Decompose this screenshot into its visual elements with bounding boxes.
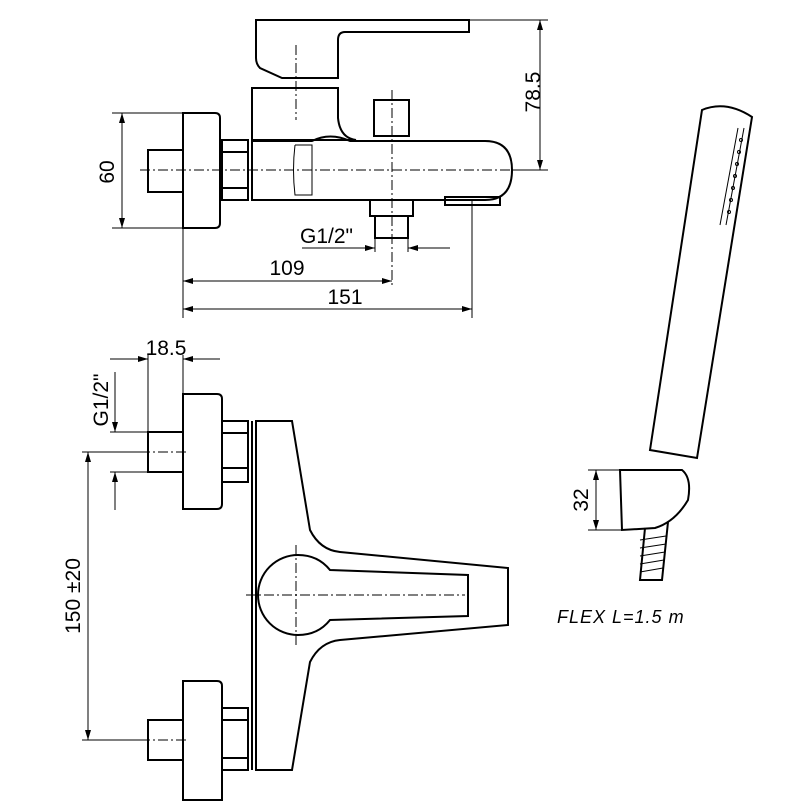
wall-rosette: [182, 112, 221, 229]
side-view-dimensions: 78.5 60 G1/2" 109 151: [96, 19, 548, 318]
hose-length-label: FLEX L=1.5 m: [557, 607, 685, 627]
spout: [251, 135, 514, 201]
inlet-stub: [147, 149, 184, 193]
dim-rosette-label: 60: [96, 160, 119, 183]
dim-height-label: 78.5: [522, 72, 545, 113]
valve-body: [251, 87, 357, 141]
shower-handle: [648, 105, 754, 460]
spray-nozzles: [727, 138, 743, 214]
hand-shower: [618, 105, 754, 581]
dim-stub-length-label: 18.5: [146, 337, 187, 360]
hand-shower-dimensions: 32 FLEX L=1.5 m: [557, 469, 685, 627]
aerator: [444, 196, 501, 206]
lever: [257, 553, 469, 637]
hex-nut: [221, 139, 249, 201]
lever-handle: [255, 19, 470, 79]
front-view-mixer: [140, 393, 509, 801]
spout-detail: [293, 144, 313, 196]
hose-coils: [639, 535, 667, 573]
dim-outlet-distance-label: 109: [269, 257, 304, 280]
front-view-dimensions: 18.5 G1/2" 150 ±20: [62, 337, 220, 741]
upper-nut: [221, 420, 249, 483]
spray-face: [719, 127, 745, 226]
hose-connector: [638, 521, 669, 581]
body-plate: [255, 420, 509, 771]
side-view-mixer: [140, 19, 520, 285]
lower-rosette: [182, 680, 223, 801]
dim-inlet-thread-label: G1/2": [90, 374, 113, 427]
upper-rosette: [182, 393, 223, 510]
dim-overall-depth-label: 151: [327, 286, 362, 309]
dim-holder-label: 32: [570, 488, 593, 511]
dim-centres-label: 150 ±20: [62, 558, 85, 634]
dim-outlet-thread-label: G1/2": [300, 225, 353, 248]
shower-holder: [618, 469, 691, 532]
lower-nut: [221, 707, 249, 771]
